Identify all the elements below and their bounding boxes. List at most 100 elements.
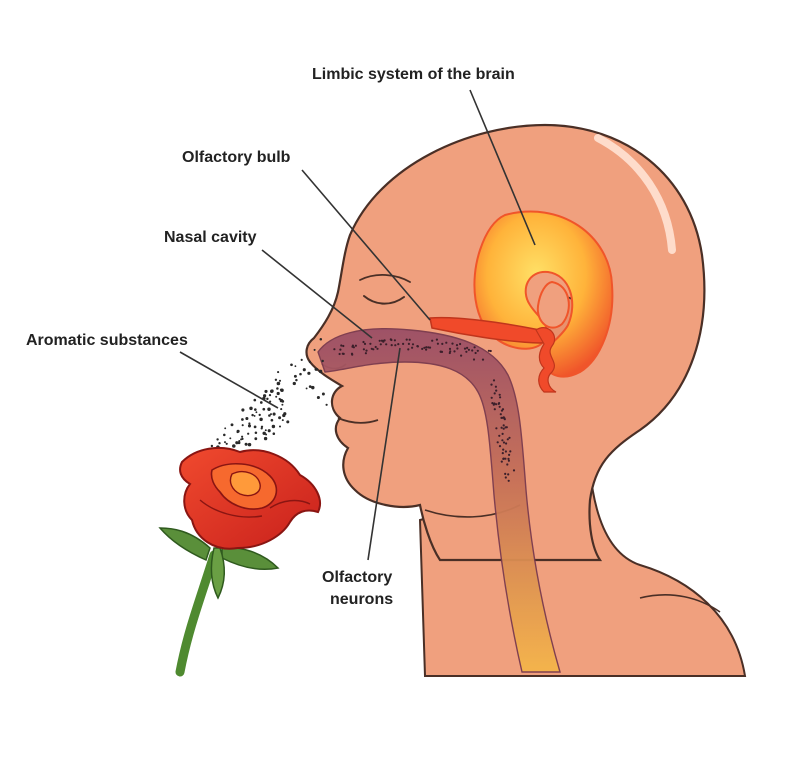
- passage-particle: [512, 469, 516, 472]
- passage-particle: [465, 350, 468, 353]
- aroma-particle: [262, 431, 266, 436]
- passage-particle: [423, 346, 426, 349]
- aroma-particle: [321, 359, 324, 363]
- passage-particle: [505, 442, 508, 445]
- passage-particle: [501, 452, 504, 455]
- passage-particles: [333, 338, 516, 482]
- aroma-particle: [263, 436, 268, 441]
- aroma-particle: [281, 403, 284, 406]
- passage-particle: [473, 346, 476, 349]
- aroma-particle: [225, 442, 228, 445]
- passage-particle: [492, 403, 495, 406]
- aroma-particle: [294, 365, 297, 368]
- olfactory-pathway: [317, 328, 561, 673]
- passage-particle: [402, 342, 405, 345]
- passage-particle: [416, 345, 419, 348]
- passage-particle: [364, 352, 367, 355]
- passage-particle: [385, 343, 388, 346]
- passage-particle: [393, 339, 396, 342]
- passage-particle: [451, 342, 454, 345]
- passage-particle: [507, 457, 510, 460]
- rose-petal-core: [229, 470, 261, 497]
- aroma-particle: [247, 442, 252, 447]
- aroma-particle: [278, 416, 282, 420]
- leader-aromatic: [179, 351, 279, 409]
- passage-particle: [407, 342, 410, 345]
- passage-particle: [431, 339, 434, 342]
- aroma-particle: [272, 412, 276, 416]
- aroma-particle: [218, 442, 221, 445]
- aroma-particle: [262, 407, 266, 411]
- passage-particle: [495, 389, 498, 392]
- passage-particle: [408, 338, 411, 341]
- passage-particle: [340, 344, 343, 347]
- passage-particle: [504, 476, 507, 479]
- aroma-particle: [237, 441, 241, 445]
- nasal-passage: [317, 328, 561, 673]
- passage-particle: [333, 348, 336, 351]
- aroma-particle: [260, 427, 263, 430]
- passage-particle: [448, 351, 451, 355]
- aroma-particle: [316, 395, 320, 400]
- passage-particle: [445, 341, 448, 344]
- aroma-particle: [251, 413, 254, 417]
- passage-particle: [503, 418, 506, 421]
- aroma-particle: [249, 406, 253, 411]
- aroma-particle: [262, 394, 267, 398]
- aroma-particle: [307, 371, 311, 375]
- aroma-particle: [259, 417, 263, 422]
- passage-particle: [508, 453, 511, 456]
- passage-particle: [441, 342, 444, 345]
- aroma-particle: [280, 408, 283, 411]
- mouth: [337, 417, 379, 424]
- aroma-particle: [321, 392, 325, 396]
- passage-particle: [407, 348, 410, 351]
- aroma-particle: [244, 442, 248, 446]
- aroma-particle: [319, 337, 323, 341]
- passage-particle: [351, 344, 354, 347]
- leader-neurons: [367, 347, 401, 561]
- aroma-particle: [241, 418, 244, 421]
- aroma-particle: [230, 423, 234, 427]
- passage-particle: [339, 348, 342, 351]
- label-olfactory-neurons-line2: neurons: [330, 591, 393, 608]
- rose-leaf-center: [210, 547, 225, 600]
- passage-particle: [427, 346, 430, 349]
- aroma-particle: [247, 424, 252, 428]
- passage-particle: [508, 436, 511, 439]
- aroma-particle: [210, 444, 214, 448]
- aroma-particle: [286, 420, 290, 424]
- passage-particle: [428, 346, 432, 349]
- aroma-particle: [283, 412, 287, 416]
- rose-stem: [175, 550, 219, 677]
- passage-particle: [493, 408, 496, 411]
- passage-particle: [459, 342, 462, 346]
- aroma-particle: [267, 429, 271, 433]
- label-olfactory-bulb: Olfactory bulb: [182, 149, 291, 166]
- bulb-connector: [535, 327, 557, 393]
- passage-particle: [365, 349, 368, 352]
- aroma-particle: [270, 418, 274, 422]
- aroma-particle: [229, 437, 232, 440]
- passage-particle: [492, 379, 496, 382]
- aroma-particle: [293, 374, 297, 378]
- aroma-particle: [268, 393, 272, 397]
- passage-particle: [467, 348, 470, 351]
- rose-petal-fold-2: [269, 499, 311, 509]
- aroma-particle: [270, 413, 272, 416]
- passage-particle: [496, 441, 499, 444]
- passage-particle: [472, 358, 476, 361]
- aroma-particle: [253, 414, 256, 417]
- label-aromatic-substances: Aromatic substances: [26, 332, 188, 349]
- passage-particle: [487, 349, 490, 352]
- aroma-particle: [292, 381, 296, 386]
- passage-particle: [456, 347, 459, 350]
- passage-particle: [471, 349, 474, 352]
- passage-particle: [411, 346, 414, 349]
- passage-particle: [435, 338, 438, 341]
- aroma-particle: [274, 378, 278, 381]
- aroma-particle: [258, 413, 261, 417]
- aroma-particle: [259, 401, 263, 404]
- passage-particle: [342, 352, 345, 355]
